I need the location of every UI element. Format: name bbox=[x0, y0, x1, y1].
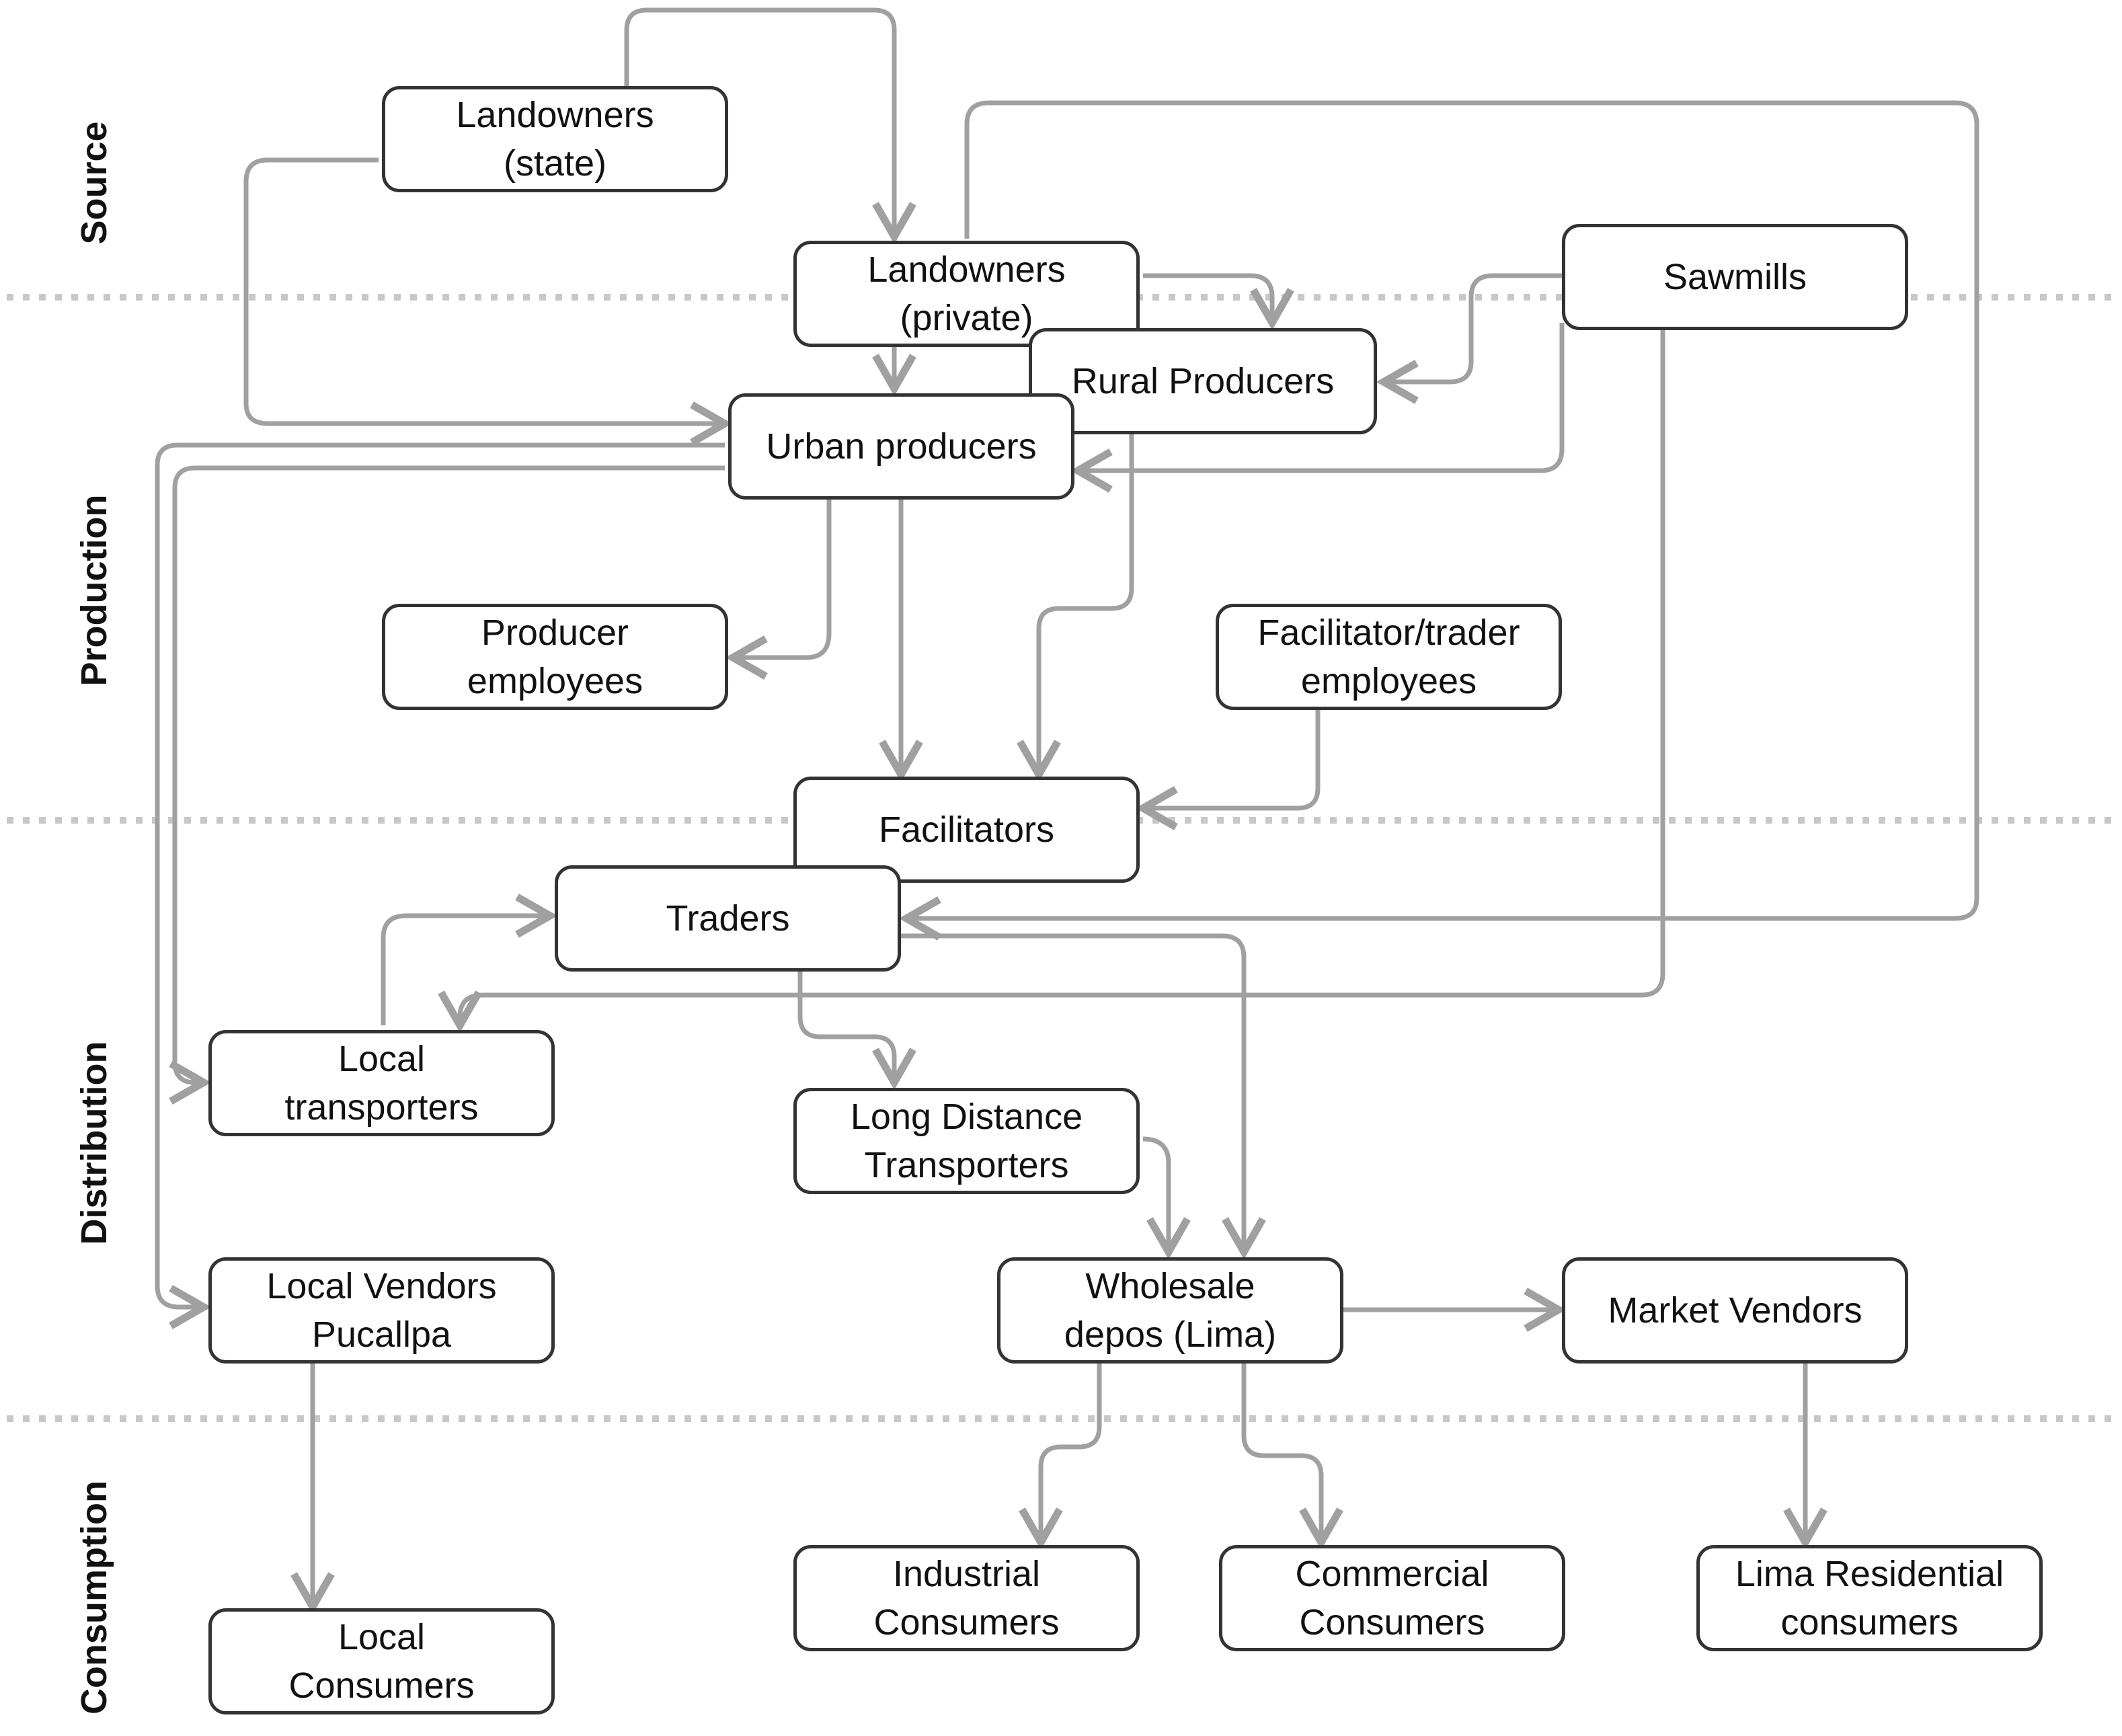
node-label: Rural Producers bbox=[1071, 361, 1335, 401]
node-label: Wholesale depos (Lima) bbox=[1064, 1266, 1277, 1355]
arrow-private-to-traders bbox=[898, 100, 1979, 941]
node-label: Local Consumers bbox=[288, 1617, 475, 1706]
node-label: Sawmills bbox=[1663, 257, 1807, 297]
node-commercial-consumers: Commercial Consumers bbox=[1219, 1545, 1565, 1651]
arrow-state-to-urban bbox=[243, 157, 733, 446]
node-industrial-consumers: Industrial Consumers bbox=[793, 1545, 1140, 1651]
node-label: Local transporters bbox=[284, 1039, 479, 1128]
arrow-urban-to-local-vendors bbox=[155, 442, 725, 1329]
stage-label-production: Production bbox=[74, 494, 114, 686]
node-local-consumers: Local Consumers bbox=[208, 1608, 555, 1714]
node-label: Facilitators bbox=[878, 810, 1055, 850]
node-facilitator-employees: Facilitator/trader employees bbox=[1216, 604, 1562, 710]
node-label: Local Vendors Pucallpa bbox=[266, 1266, 497, 1355]
node-urban-producers: Urban producers bbox=[728, 393, 1074, 500]
arrow-wholesale-to-industrial bbox=[1019, 1364, 1102, 1550]
arrow-long-distance-to-wholesale bbox=[1142, 1136, 1191, 1260]
arrow-private-to-rural bbox=[1143, 273, 1294, 331]
node-label: Producer employees bbox=[467, 613, 643, 701]
arrow-sawmills-to-local-transporters bbox=[438, 329, 1665, 1033]
arrow-urban-to-producer-employees bbox=[725, 499, 832, 680]
arrow-wholesale-to-commercial bbox=[1241, 1364, 1343, 1550]
node-long-distance-transporters: Long Distance Transporters bbox=[793, 1088, 1140, 1194]
node-label: Market Vendors bbox=[1608, 1290, 1862, 1331]
arrow-traders-to-wholesale bbox=[901, 933, 1266, 1260]
node-sawmills: Sawmills bbox=[1562, 224, 1908, 330]
arrows bbox=[155, 7, 1979, 1615]
arrow-state-to-private bbox=[624, 7, 916, 245]
node-local-transporters: Local transporters bbox=[208, 1030, 555, 1136]
stage-label-distribution: Distribution bbox=[74, 1041, 114, 1245]
node-traders: Traders bbox=[555, 865, 901, 972]
node-label: Long Distance Transporters bbox=[850, 1097, 1083, 1185]
arrow-sawmills-to-rural bbox=[1376, 273, 1562, 404]
stage-label-source: Source bbox=[74, 121, 114, 245]
node-rural-producers: Rural Producers bbox=[1029, 328, 1377, 434]
node-label: Traders bbox=[666, 898, 790, 939]
node-producer-employees: Producer employees bbox=[382, 604, 728, 710]
node-label: Landowners (private) bbox=[867, 249, 1066, 338]
arrow-facilitator-employees-to-facilitators bbox=[1135, 709, 1321, 830]
node-label: Industrial Consumers bbox=[873, 1554, 1060, 1643]
stage-label-consumption: Consumption bbox=[74, 1481, 114, 1714]
node-market-vendors: Market Vendors bbox=[1562, 1257, 1908, 1364]
node-label: Urban producers bbox=[766, 426, 1037, 467]
node-lima-residential-consumers: Lima Residential consumers bbox=[1696, 1545, 2043, 1651]
arrow-rural-to-facilitators bbox=[1017, 434, 1134, 783]
node-landowners-state: Landowners (state) bbox=[382, 86, 728, 192]
node-wholesale-depos: Wholesale depos (Lima) bbox=[997, 1257, 1343, 1364]
node-local-vendors-pucallpa: Local Vendors Pucallpa bbox=[208, 1257, 555, 1364]
node-label: Lima Residential consumers bbox=[1735, 1554, 2004, 1643]
arrow-traders-to-long-distance bbox=[797, 970, 916, 1091]
arrow-urban-to-local-transporters bbox=[169, 465, 725, 1105]
node-label: Facilitator/trader employees bbox=[1257, 613, 1520, 701]
node-label: Landowners (state) bbox=[456, 95, 654, 184]
node-facilitators: Facilitators bbox=[793, 777, 1140, 883]
arrow-sawmills-to-urban bbox=[1070, 323, 1565, 493]
node-label: Commercial Consumers bbox=[1295, 1554, 1489, 1643]
arrow-local-transporters-to-traders bbox=[381, 894, 558, 1025]
